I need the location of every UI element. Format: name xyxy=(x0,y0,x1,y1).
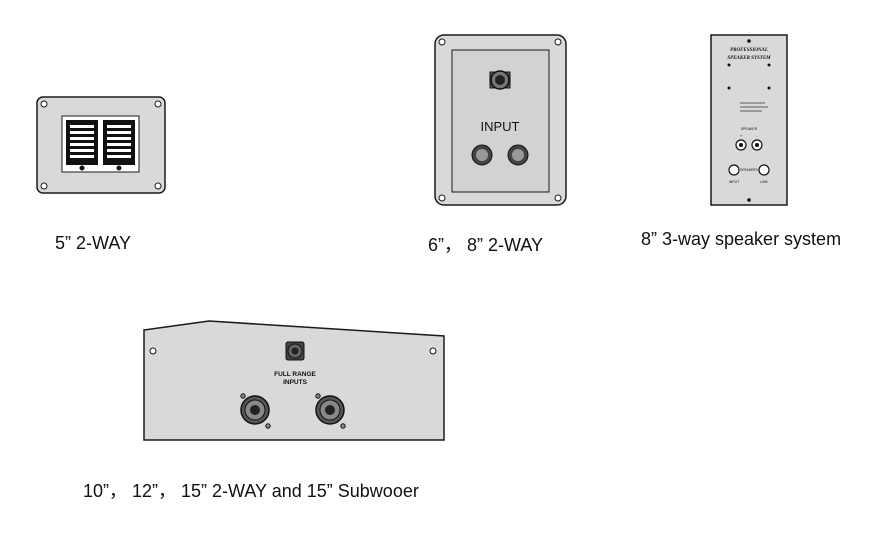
terminal-left-icon xyxy=(471,144,493,166)
caption-8in-3way: 8” 3-way speaker system xyxy=(641,229,842,249)
spring-terminal-left xyxy=(66,120,98,165)
caption-10-12-15in: 10”， 12”， 15” 2-WAY and 15” Subwooer xyxy=(83,481,419,501)
binding-post-plus-icon xyxy=(735,139,747,151)
input-small-label: INPUT xyxy=(729,180,740,184)
panel-8in-3way: PROFESSIONAL SPEAKER SYSTEM SPEAKER + - … xyxy=(710,34,788,206)
speakon-connector-left-icon xyxy=(240,393,271,429)
speakon-connector-right-icon xyxy=(315,393,346,429)
spring-terminal-right xyxy=(103,120,135,165)
caption-5in-2way: 5” 2-WAY xyxy=(55,233,132,253)
link-small-label: LINK xyxy=(760,180,768,184)
caption-6-8in-2way: 6”， 8” 2-WAY xyxy=(428,235,544,255)
jack-input-small-icon xyxy=(728,164,740,176)
panel-10-12-15in: FULL RANGE INPUTS xyxy=(143,320,445,441)
brand-title-line2: SPEAKER SYSTEM xyxy=(727,56,771,61)
panel-6-8in-2way: INPUT xyxy=(434,34,567,206)
section-speakers: SPEAKERS xyxy=(740,168,757,172)
jack-full-range-icon xyxy=(285,341,305,361)
plus-mark: + xyxy=(740,133,743,138)
full-range-label-line1: FULL RANGE xyxy=(274,371,316,378)
jack-input-icon xyxy=(489,70,511,90)
jack-link-small-icon xyxy=(758,164,770,176)
binding-post-minus-icon xyxy=(751,139,763,151)
section-speaker: SPEAKER xyxy=(741,127,758,131)
brand-title-line1: PROFESSIONAL xyxy=(730,48,768,53)
minus-mark: - xyxy=(756,133,758,138)
terminal-right-icon xyxy=(507,144,529,166)
full-range-label-line2: INPUTS xyxy=(283,379,308,386)
panel-5in-2way xyxy=(36,96,166,194)
input-label: INPUT xyxy=(481,119,520,134)
